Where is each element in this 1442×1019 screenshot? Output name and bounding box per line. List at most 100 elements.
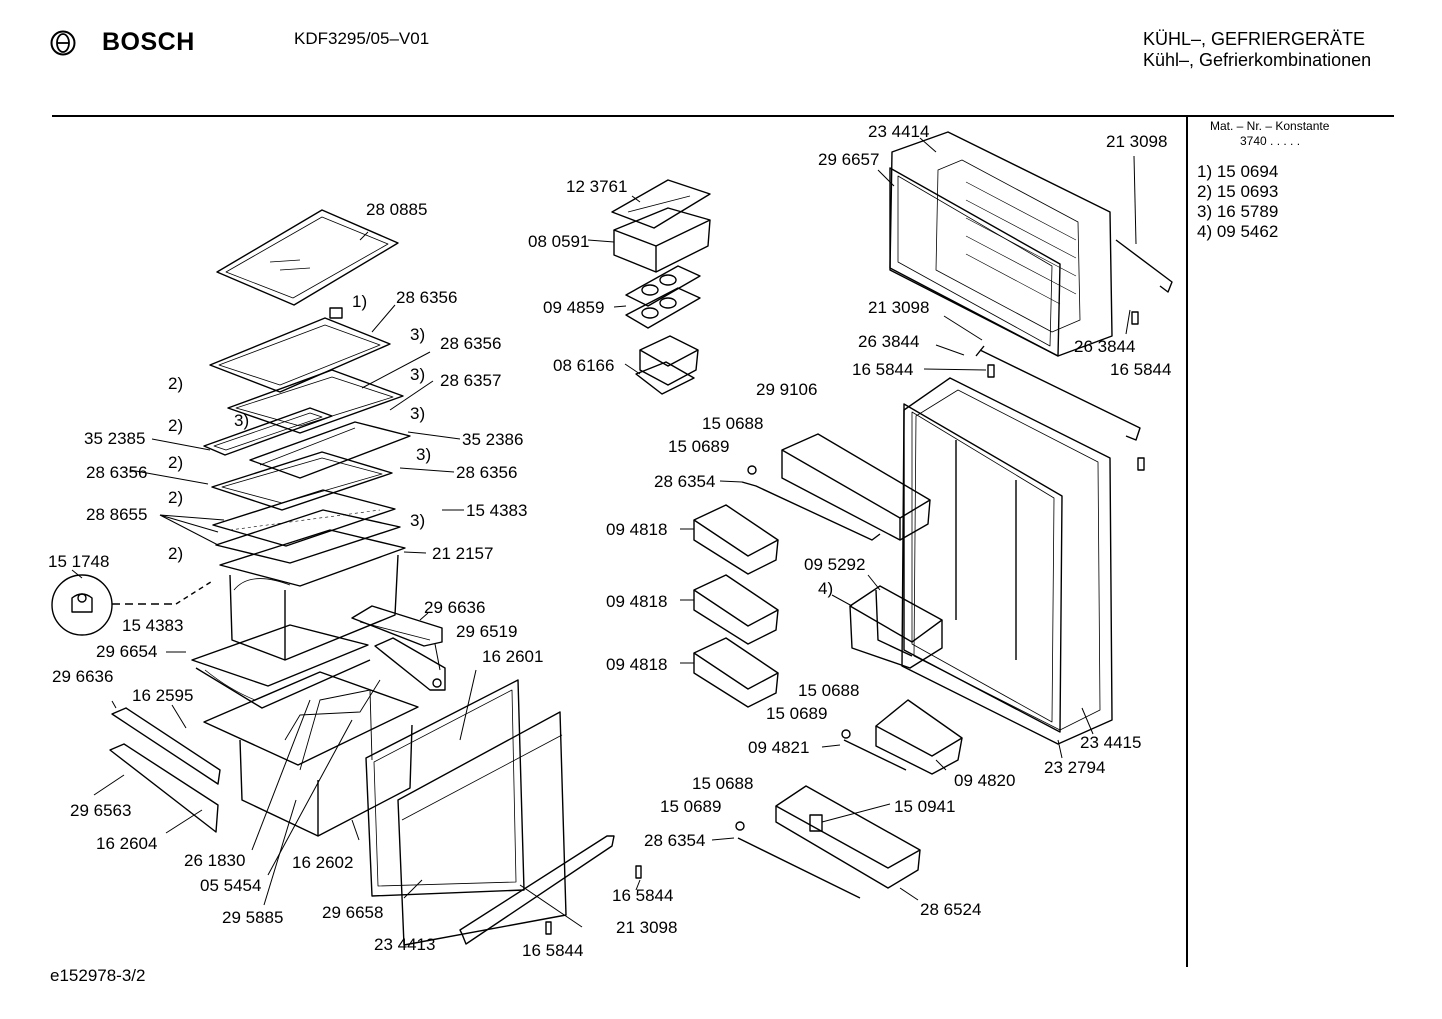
footnote-3: 3) 16 5789	[1197, 202, 1279, 221]
part-label: 2)	[168, 374, 183, 393]
part-label: 16 5844	[522, 941, 583, 960]
part-label: 29 6654	[96, 642, 157, 661]
part-label: 3)	[410, 325, 425, 344]
part-label: 15 0689	[660, 797, 721, 816]
part-label: 16 2601	[482, 647, 543, 666]
freezer-door-gasket	[889, 167, 1061, 357]
pin-16-5844-e	[545, 921, 552, 935]
part-label: 2)	[168, 544, 183, 563]
part-label: 15 0941	[894, 797, 955, 816]
bosch-logo-icon	[50, 30, 76, 56]
door-bin-2	[693, 574, 779, 645]
part-label: 35 2386	[462, 430, 523, 449]
part-label: 28 6524	[920, 900, 981, 919]
lower-drawer	[203, 671, 419, 837]
part-label: 29 6563	[70, 801, 131, 820]
subcategory-title: Kühl–, Gefrierkombinationen	[1143, 50, 1372, 70]
part-label: 16 5844	[1110, 360, 1171, 379]
part-label: 09 5292	[804, 555, 865, 574]
crisper-rail-right	[351, 605, 443, 647]
ice-tray	[613, 207, 711, 273]
part-label: 05 5454	[200, 876, 261, 895]
part-label: 26 3844	[1074, 337, 1135, 356]
part-label: 16 5844	[852, 360, 913, 379]
glass-shelf-3	[227, 369, 404, 434]
part-label: 23 4413	[374, 935, 435, 954]
part-label: 16 2595	[132, 686, 193, 705]
butter-box	[635, 335, 699, 395]
part-label: 12 3761	[566, 177, 627, 196]
part-label: 28 6356	[456, 463, 517, 482]
part-label: 35 2385	[84, 429, 145, 448]
part-label: 28 6356	[440, 334, 501, 353]
glass-shelf-4	[249, 421, 411, 479]
part-label: 3)	[234, 411, 249, 430]
part-label: 16 5844	[612, 886, 673, 905]
part-label: 3)	[410, 365, 425, 384]
part-label: 29 6636	[52, 667, 113, 686]
fridge-door	[901, 377, 1113, 745]
fruit-tray	[191, 624, 371, 709]
knob-thermostat	[51, 574, 113, 636]
pin-16-5844-c	[987, 364, 995, 378]
part-label: 16 2604	[96, 834, 157, 853]
part-label: 15 0689	[766, 704, 827, 723]
part-label: 28 8655	[86, 505, 147, 524]
part-label: 21 3098	[1106, 132, 1167, 151]
part-label: 15 4383	[466, 501, 527, 520]
drawer-front-panel	[397, 711, 567, 946]
side-rail-left-1	[111, 707, 221, 785]
part-label: 1)	[352, 292, 367, 311]
part-label: 16 2602	[292, 853, 353, 872]
shelf-rail-upper	[741, 465, 881, 541]
part-label: 28 0885	[366, 200, 427, 219]
part-label: 09 4859	[543, 298, 604, 317]
glass-shelf-2	[209, 307, 391, 393]
part-label: 21 2157	[432, 544, 493, 563]
category-title: KÜHL–, GEFRIERGERÄTE	[1143, 29, 1366, 49]
footnote-2: 2) 15 0693	[1197, 182, 1279, 201]
header-divider	[52, 115, 1394, 117]
part-label: 28 6357	[440, 371, 501, 390]
part-label: 29 5885	[222, 908, 283, 927]
material-constant: 3740 . . . . .	[1240, 134, 1301, 148]
part-label: 09 4818	[606, 520, 667, 539]
freezer-door	[889, 131, 1113, 357]
freezer-handle	[1115, 239, 1173, 293]
door-bin-1	[693, 504, 779, 575]
door-shelf-middle	[875, 699, 963, 775]
egg-tray	[625, 265, 701, 329]
door-shelf-lower	[775, 785, 921, 889]
drawer-frame	[365, 679, 525, 897]
part-label: 3)	[416, 445, 431, 464]
part-label: 26 3844	[858, 332, 919, 351]
part-label: 3)	[410, 511, 425, 530]
fridge-door-gasket	[903, 403, 1063, 733]
part-label: 08 6166	[553, 356, 614, 375]
part-label: 23 2794	[1044, 758, 1105, 777]
footnote-1: 1) 15 0694	[1197, 162, 1279, 181]
part-label: 28 6356	[396, 288, 457, 307]
crisper-rail-bottom	[374, 637, 446, 691]
pin-16-5844	[1131, 311, 1139, 325]
part-label: 2)	[168, 488, 183, 507]
part-label: 21 3098	[868, 298, 929, 317]
door-shelf-upper	[781, 433, 931, 541]
part-label: 4)	[818, 579, 833, 598]
part-label: 15 0688	[702, 414, 763, 433]
part-label: 09 4820	[954, 771, 1015, 790]
bottle-holder	[849, 585, 943, 669]
glass-shelf-5	[211, 451, 393, 511]
part-label: 08 0591	[528, 232, 589, 251]
vegetable-cover	[212, 489, 401, 564]
part-label: 15 0688	[692, 774, 753, 793]
part-label: 15 0688	[798, 681, 859, 700]
exploded-parts-diagram: 28 0885 28 6356 1) 3) 28 6356 3) 28 6357…	[48, 122, 1173, 960]
side-rail-left-2	[109, 743, 219, 833]
part-label: 29 6658	[322, 903, 383, 922]
part-label: 28 6354	[654, 472, 715, 491]
model-code: KDF3295/05–V01	[294, 29, 430, 48]
part-label: 26 1830	[184, 851, 245, 870]
part-label: 2)	[168, 416, 183, 435]
pin-16-5844-d	[635, 865, 642, 879]
